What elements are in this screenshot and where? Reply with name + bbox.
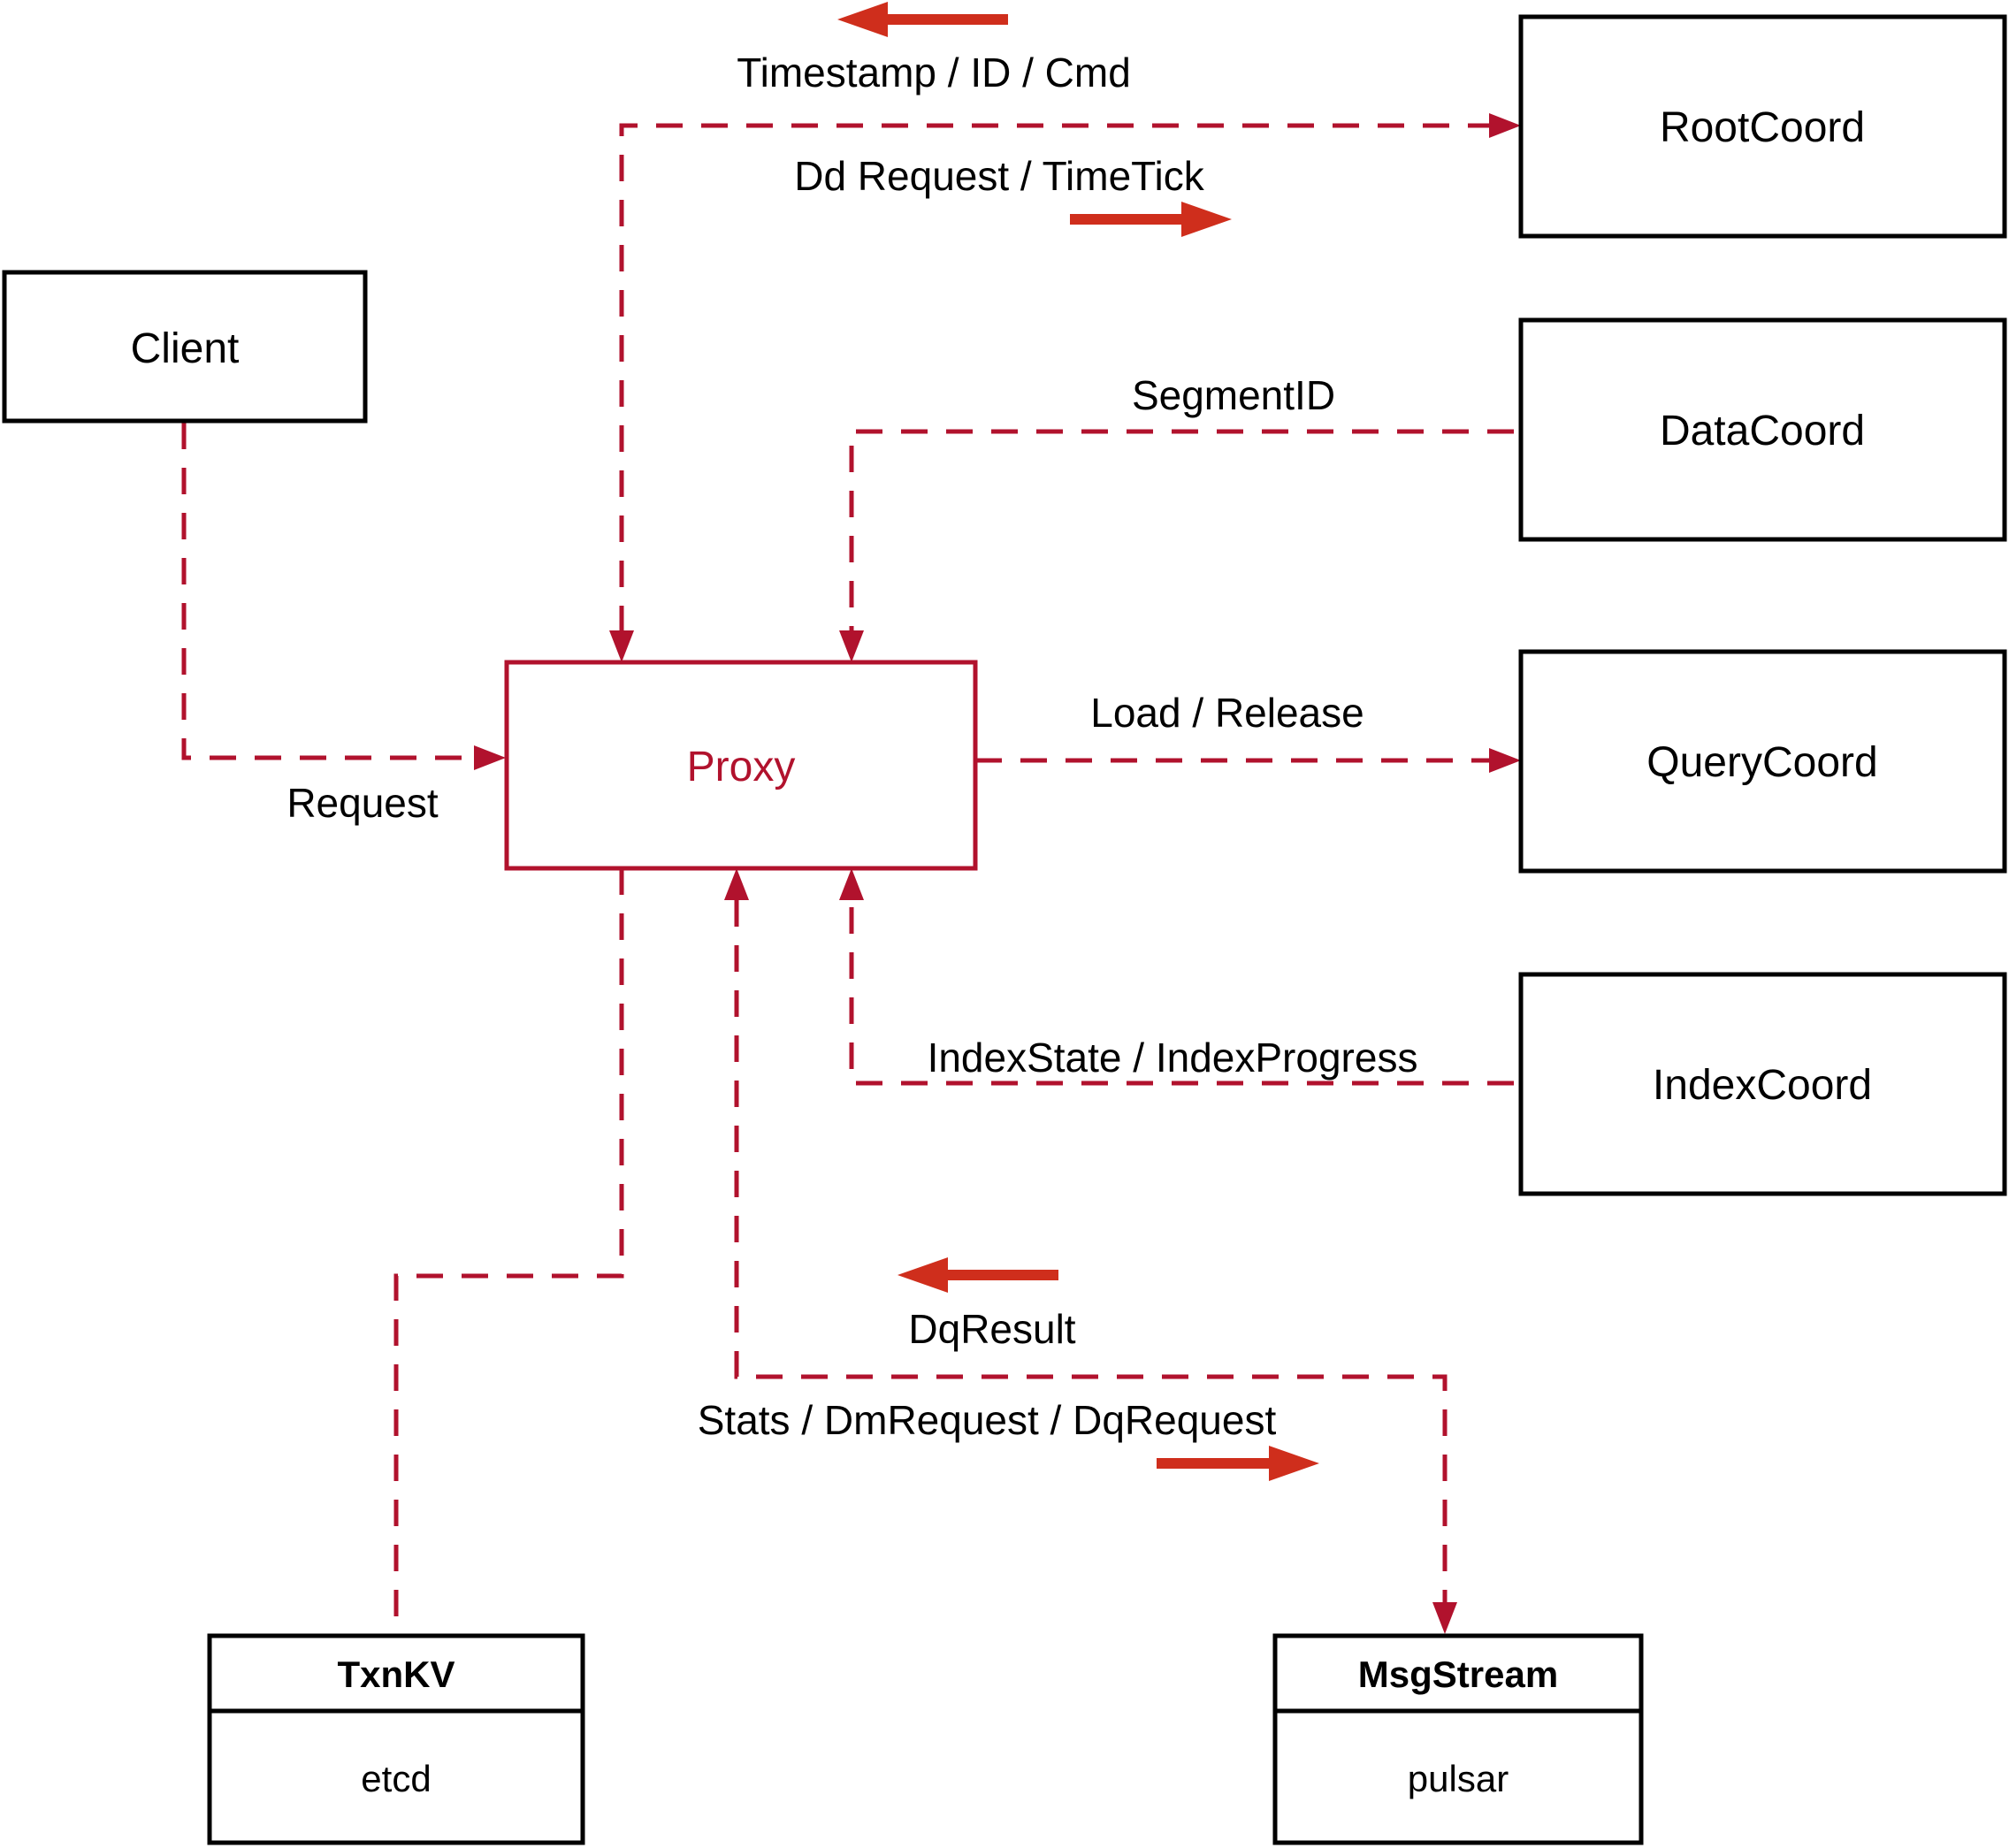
edge-label-dd-request-timetick: Dd Request / TimeTick [794,153,1205,199]
txnkv-box [207,1633,585,1845]
client-label: Client [131,325,240,372]
edge-datacoord-proxy [849,429,1514,630]
direction-arrow-right-stats [1157,1446,1319,1481]
edge-proxy-msgstream [734,900,1448,1602]
edge-proxy-txnkv [393,868,624,1631]
edge-client-proxy-arrowhead [474,745,506,770]
txnkv-value: etcd [361,1758,431,1799]
direction-arrow-left-timestamp [837,2,1008,37]
msgstream-value: pulsar [1408,1758,1509,1799]
edge-label-timestamp-id-cmd: Timestamp / ID / Cmd [737,50,1131,95]
direction-arrow-right-ddrequest [1070,202,1232,237]
edge-msgstream-arrowhead [1432,1602,1457,1634]
querycoord-box [1518,649,2007,874]
edge-proxy-top-left-arrowhead [609,630,634,662]
edge-label-stats-dm-dq: Stats / DmRequest / DqRequest [698,1397,1277,1443]
edge-rootcoord-arrowhead [1489,113,1521,138]
proxy-box [504,660,978,871]
edge-label-dq-result: DqResult [908,1306,1075,1352]
edge-proxy-bottom-left-arrowhead [724,868,749,900]
datacoord-box [1518,317,2007,542]
edge-label-load-release: Load / Release [1090,690,1364,736]
edge-proxy-rootcoord [619,123,1491,632]
edge-label-index-state-progress: IndexState / IndexProgress [928,1035,1418,1081]
querycoord-label: QueryCoord [1646,739,1877,786]
direction-arrow-left-dqresult [898,1257,1058,1293]
indexcoord-box [1518,972,2007,1196]
proxy-label: Proxy [687,744,796,790]
edge-indexcoord-proxy [849,900,1514,1086]
rootcoord-box [1518,14,2007,239]
msgstream-title: MsgStream [1358,1653,1558,1695]
edge-label-request: Request [286,780,439,826]
edge-querycoord-arrowhead [1489,748,1521,773]
datacoord-label: DataCoord [1660,408,1865,454]
client-box [2,270,368,424]
edge-label-segment-id: SegmentID [1132,372,1335,418]
edge-client-proxy [181,423,476,760]
edge-proxy-top-right-arrowhead [839,630,864,662]
msgstream-box [1272,1633,1644,1845]
rootcoord-label: RootCoord [1660,104,1865,151]
indexcoord-label: IndexCoord [1653,1062,1872,1109]
txnkv-title: TxnKV [337,1653,455,1695]
edge-proxy-bottom-right-arrowhead [839,868,864,900]
